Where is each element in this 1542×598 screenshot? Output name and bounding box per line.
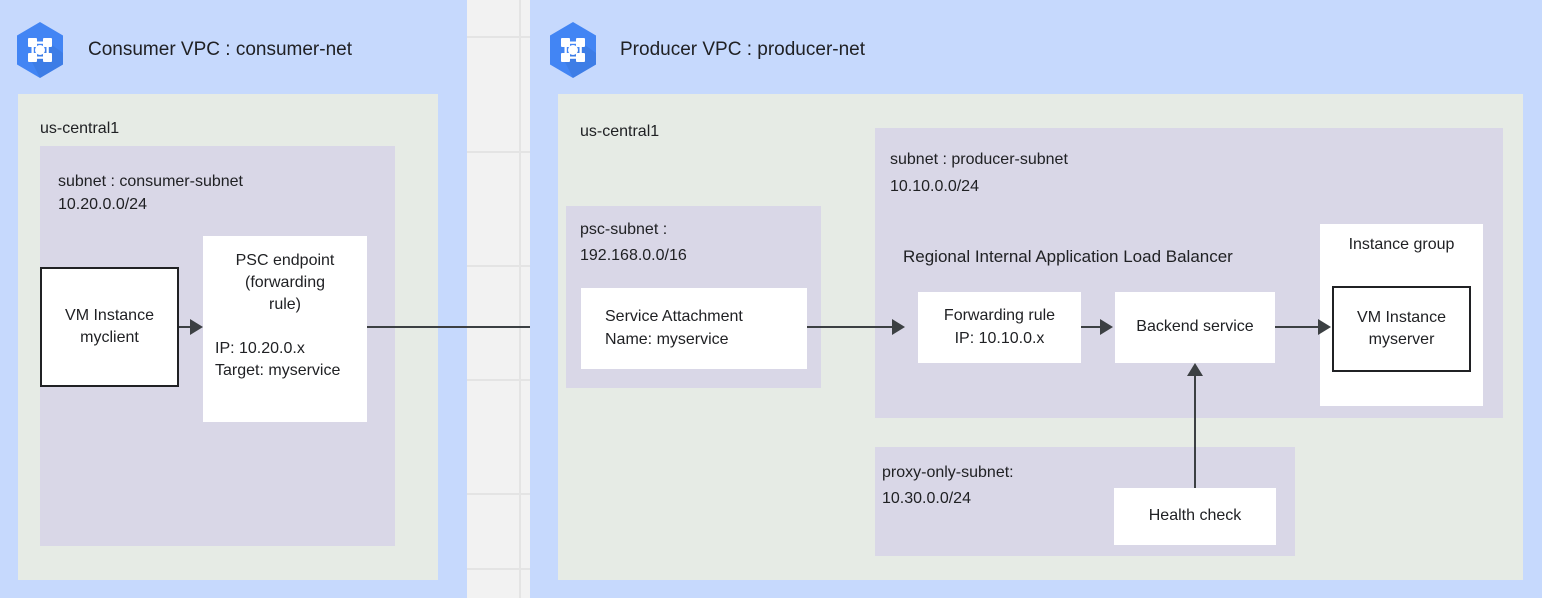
arrowhead-backend-service-to-vm-myserver [1318, 319, 1331, 335]
gap-divider-horizontal [467, 151, 530, 153]
service-attachment-line1: Service Attachment [581, 306, 807, 328]
psc-endpoint-target: Target: myservice [203, 360, 367, 382]
producer-subnet-cidr: 10.10.0.0/24 [890, 178, 979, 195]
forwarding-rule-line2: IP: 10.10.0.x [954, 329, 1045, 347]
gap-divider-vertical [519, 0, 521, 598]
gap-divider-horizontal [467, 36, 530, 38]
health-check-node[interactable]: Health check [1114, 488, 1276, 545]
producer-vpc-icon [543, 20, 603, 80]
vm-myclient-line1: VM Instance [65, 306, 154, 324]
gap-divider-horizontal [467, 568, 530, 570]
service-attachment-text-2: Name: myservice [605, 330, 729, 348]
arrowhead-service-attachment-to-forwarding-rule [892, 319, 905, 335]
instance-group-label: Instance group [1348, 236, 1455, 253]
psc-endpoint-text-3: rule) [268, 296, 301, 314]
psc-endpoint-target-text: Target: myservice [215, 362, 341, 380]
arrowhead-myclient-to-psc [190, 319, 203, 335]
psc-endpoint-title-line3: rule) [203, 294, 367, 316]
psc-endpoint-ip: IP: 10.20.0.x [203, 338, 367, 360]
producer-vpc-title: Producer VPC : producer-net [620, 39, 866, 60]
forwarding-rule-line1: Forwarding rule [943, 307, 1056, 325]
service-attachment-node[interactable]: Service Attachment Name: myservice [581, 288, 807, 369]
service-attachment-line2: Name: myservice [581, 329, 807, 351]
producer-region-label: us-central1 [580, 123, 660, 140]
health-check-label: Health check [1148, 507, 1242, 525]
proxy-only-subnet-cidr: 10.30.0.0/24 [882, 490, 971, 507]
gap-divider-horizontal [467, 493, 530, 495]
consumer-vpc-title: Consumer VPC : consumer-net [88, 39, 352, 60]
forwarding-rule-node[interactable]: Forwarding rule IP: 10.10.0.x [918, 292, 1081, 363]
psc-endpoint-text-2: (forwarding [244, 274, 326, 292]
vm-myserver-line2: myserver [1368, 331, 1435, 348]
connector-health-check-to-backend-service [1194, 372, 1196, 488]
consumer-vpc-icon [10, 20, 70, 80]
consumer-subnet-cidr: 10.20.0.0/24 [58, 196, 147, 213]
backend-service-label: Backend service [1136, 318, 1254, 336]
backend-service-node[interactable]: Backend service [1115, 292, 1275, 363]
psc-subnet-cidr: 192.168.0.0/16 [580, 247, 687, 264]
connector-myclient-to-psc [179, 326, 192, 328]
load-balancer-label: Regional Internal Application Load Balan… [903, 247, 1233, 266]
connector-forwarding-rule-to-backend-service [1081, 326, 1103, 328]
connector-service-attachment-to-forwarding-rule [807, 326, 895, 328]
gap-divider-horizontal [467, 265, 530, 267]
vm-instance-myserver-node[interactable]: VM Instance myserver [1332, 286, 1471, 372]
psc-endpoint-ip-text: IP: 10.20.0.x [215, 340, 305, 358]
psc-subnet-name: psc-subnet : [580, 221, 668, 238]
gap-divider-horizontal [467, 379, 530, 381]
psc-endpoint-title-line1: PSC endpoint [203, 250, 367, 272]
service-attachment-text-1: Service Attachment [605, 308, 743, 326]
vm-instance-myclient-node[interactable]: VM Instance myclient [40, 267, 179, 387]
consumer-subnet-name: subnet : consumer-subnet [58, 173, 243, 190]
consumer-region-label: us-central1 [40, 120, 120, 137]
arrowhead-forwarding-rule-to-backend-service [1100, 319, 1113, 335]
connector-psc-to-service-attachment [367, 326, 568, 328]
producer-subnet-name: subnet : producer-subnet [890, 151, 1068, 168]
psc-endpoint-text-1: PSC endpoint [235, 252, 335, 269]
connector-backend-service-to-vm-myserver [1275, 326, 1322, 328]
arrowhead-health-check-to-backend-service [1187, 363, 1203, 376]
vm-myserver-line1: VM Instance [1357, 308, 1446, 326]
psc-endpoint-node[interactable]: PSC endpoint (forwarding rule) IP: 10.20… [203, 236, 367, 422]
psc-endpoint-title-line2: (forwarding [203, 272, 367, 294]
vpc-network-icon [17, 22, 63, 78]
vpc-network-icon [550, 22, 596, 78]
vm-myclient-line2: myclient [80, 329, 139, 346]
proxy-only-subnet-name: proxy-only-subnet: [882, 464, 1014, 481]
